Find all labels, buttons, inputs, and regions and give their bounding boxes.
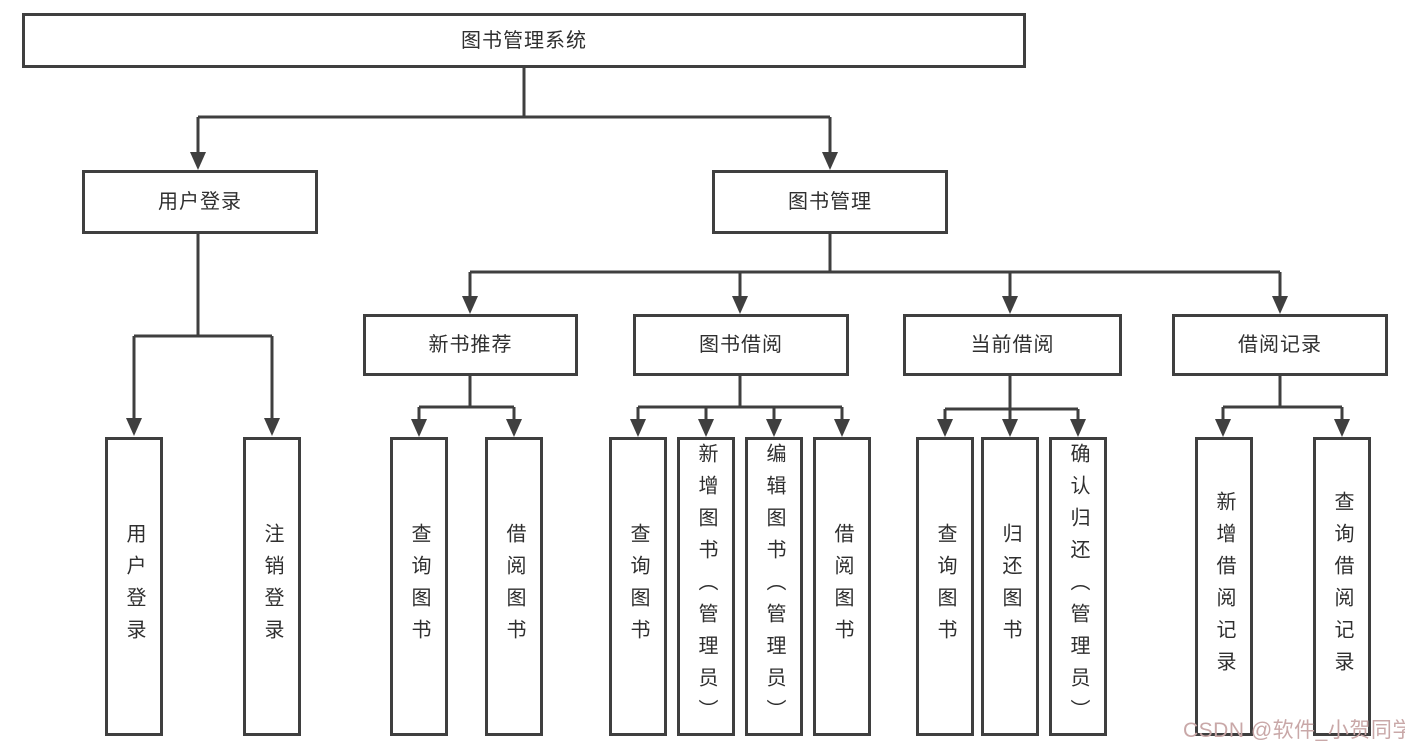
leaf-query-borrow-record: 查询借阅记录 xyxy=(1313,437,1371,736)
leaf-query-books-borrow: 查询图书 xyxy=(609,437,667,736)
csdn-watermark: CSDN @软件_小贺同学 xyxy=(1183,719,1405,742)
leaf-borrow-books-recommend: 借阅图书 xyxy=(485,437,543,736)
leaf-add-books-admin: 新增图书（管理员） xyxy=(677,437,735,736)
node-current-borrowing: 当前借阅 xyxy=(903,314,1122,376)
node-book-management-branch: 图书管理 xyxy=(712,170,948,234)
leaf-query-books-current: 查询图书 xyxy=(916,437,974,736)
leaf-user-login: 用户登录 xyxy=(105,437,163,736)
node-borrowing-records: 借阅记录 xyxy=(1172,314,1388,376)
leaf-logout: 注销登录 xyxy=(243,437,301,736)
leaf-return-books: 归还图书 xyxy=(981,437,1039,736)
node-new-book-recommendation: 新书推荐 xyxy=(363,314,578,376)
leaf-borrow-books: 借阅图书 xyxy=(813,437,871,736)
node-root-book-management-system: 图书管理系统 xyxy=(22,13,1026,68)
node-user-login-branch: 用户登录 xyxy=(82,170,318,234)
leaf-edit-books-admin: 编辑图书（管理员） xyxy=(745,437,803,736)
leaf-add-borrow-record: 新增借阅记录 xyxy=(1195,437,1253,736)
leaf-query-books-recommend: 查询图书 xyxy=(390,437,448,736)
node-book-borrowing: 图书借阅 xyxy=(633,314,849,376)
leaf-confirm-return-admin: 确认归还（管理员） xyxy=(1049,437,1107,736)
